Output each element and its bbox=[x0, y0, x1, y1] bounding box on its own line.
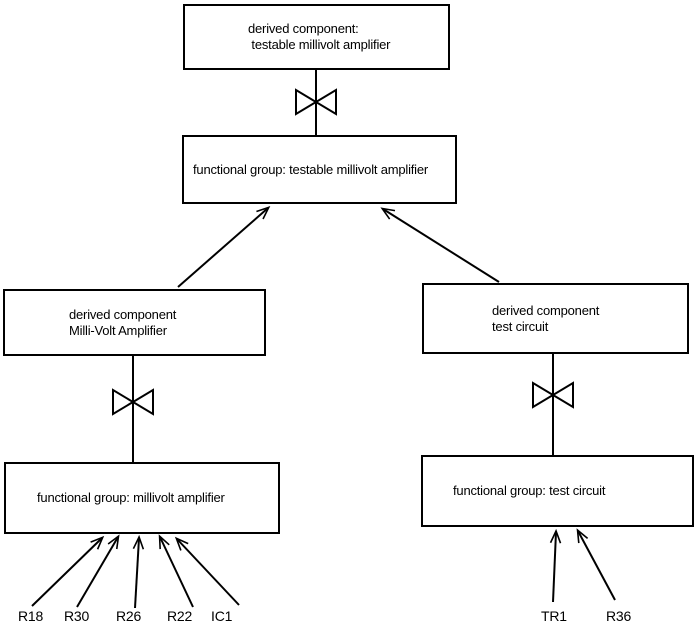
leaf-label-r30: R30 bbox=[64, 608, 90, 624]
node-label: functional group: testable millivolt amp… bbox=[193, 161, 429, 177]
arrow-r22-to-left-functional bbox=[158, 534, 194, 608]
arrow-ic1-to-left-functional bbox=[174, 536, 240, 606]
bowtie-icon-top bbox=[295, 88, 337, 116]
arrow-r26-to-left-functional bbox=[132, 534, 145, 609]
arrow-r36-to-right-functional bbox=[576, 528, 616, 601]
bowtie-icon-right bbox=[532, 381, 574, 409]
node-derived-milli-volt-amplifier: derived component Milli-Volt Amplifier bbox=[3, 289, 266, 356]
node-label-line2: testable millivolt amplifier bbox=[248, 37, 391, 52]
leaf-label-ic1: IC1 bbox=[211, 608, 233, 624]
node-label-line2: Milli-Volt Amplifier bbox=[69, 322, 167, 338]
arrow-r30-to-left-functional bbox=[76, 534, 120, 608]
node-label-line2: test circuit bbox=[492, 318, 549, 334]
leaf-label-r18: R18 bbox=[18, 608, 44, 624]
node-derived-testable-millivolt-amplifier: derived component: testable millivolt am… bbox=[183, 4, 450, 70]
node-label-line1: derived component bbox=[492, 302, 600, 318]
arrow-left-derived-to-top-functional bbox=[177, 205, 271, 288]
node-label: functional group: millivolt amplifier bbox=[37, 490, 225, 505]
node-functional-group-millivolt-amplifier: functional group: millivolt amplifier bbox=[4, 462, 280, 534]
node-label: functional group: test circuit bbox=[453, 483, 606, 498]
node-label-line1: derived component bbox=[69, 306, 177, 322]
leaf-label-r22: R22 bbox=[167, 608, 193, 624]
node-functional-group-testable-millivolt-amplifier: functional group: testable millivolt amp… bbox=[182, 135, 457, 204]
arrow-right-derived-to-top-functional bbox=[380, 207, 500, 283]
node-functional-group-test-circuit: functional group: test circuit bbox=[421, 455, 694, 527]
leaf-label-tr1: TR1 bbox=[541, 608, 567, 624]
bowtie-icon-left bbox=[112, 388, 154, 416]
arrow-tr1-to-right-functional bbox=[549, 528, 562, 603]
node-label-line1: derived component: bbox=[248, 21, 359, 36]
leaf-label-r36: R36 bbox=[606, 608, 632, 624]
node-derived-test-circuit: derived component test circuit bbox=[422, 283, 689, 354]
arrow-r18-to-left-functional bbox=[31, 535, 105, 607]
leaf-label-r26: R26 bbox=[116, 608, 142, 624]
